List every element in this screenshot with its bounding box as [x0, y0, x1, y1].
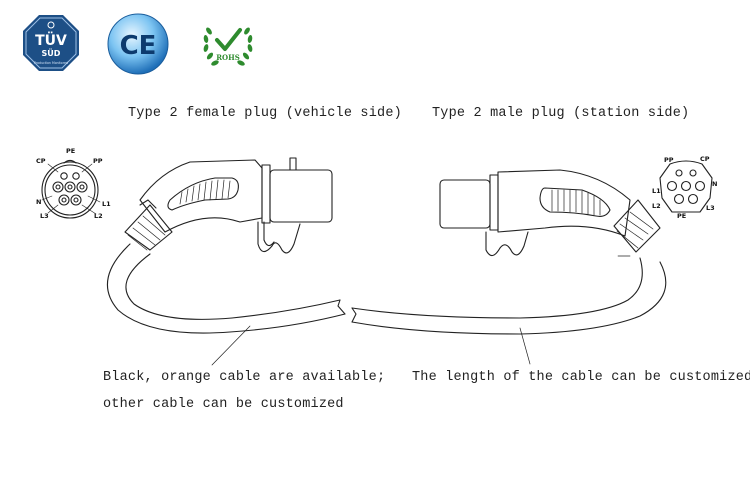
cable-color-caption-line2: other cable can be customized — [103, 397, 344, 412]
pin-l2-label: L2 — [94, 212, 103, 220]
tuv-badge: TÜV SÜD Production Monitored — [22, 14, 80, 72]
cable-length-caption: The length of the cable can be customize… — [412, 370, 750, 385]
cable-left — [106, 243, 346, 334]
sud-text: SÜD — [42, 48, 61, 58]
pin-l1-label: L1 — [102, 200, 111, 208]
pin-n-label: N — [36, 198, 41, 206]
pin-cp-label: CP — [36, 157, 46, 165]
male-pin-l1-label: L1 — [652, 187, 661, 195]
rohs-text: ROHS — [216, 53, 240, 62]
tuv-text: TÜV — [35, 31, 67, 49]
male-pin-l2-label: L2 — [652, 202, 661, 210]
male-pin-cp-label: CP — [700, 155, 710, 163]
ce-mark-icon: CE — [107, 13, 169, 75]
rohs-badge: ROHS — [196, 12, 260, 76]
leader-line-cable-length — [519, 327, 531, 365]
male-pin-pp-label: PP — [664, 156, 674, 164]
rohs-laurel-icon: ROHS — [203, 27, 253, 66]
cable-color-caption-line1: Black, orange cable are available; — [103, 370, 386, 385]
tuv-octagon-icon: TÜV SÜD Production Monitored — [23, 15, 79, 71]
male-pin-layout: PP CP N L1 L2 PE L3 — [652, 155, 717, 220]
pin-l3-label: L3 — [40, 212, 49, 220]
female-plug-drawing — [124, 157, 333, 254]
male-plug-caption: Type 2 male plug (station side) — [432, 106, 690, 121]
pin-pe-label: PE — [66, 147, 75, 155]
tuv-fine-text: Production Monitored — [34, 61, 68, 65]
male-pin-l3-label: L3 — [706, 204, 715, 212]
female-pin-layout: CP PE PP N L1 L2 L3 — [36, 147, 111, 220]
male-plug-drawing — [439, 169, 661, 257]
male-pin-n-label: N — [712, 180, 717, 188]
cable-right — [351, 257, 667, 335]
male-pin-pe-label: PE — [677, 212, 686, 220]
ce-badge: CE — [106, 12, 170, 76]
ce-text: CE — [120, 31, 157, 61]
female-plug-caption: Type 2 female plug (vehicle side) — [128, 106, 402, 121]
pin-pp-label: PP — [93, 157, 103, 165]
leader-line-cable-color — [211, 325, 251, 366]
